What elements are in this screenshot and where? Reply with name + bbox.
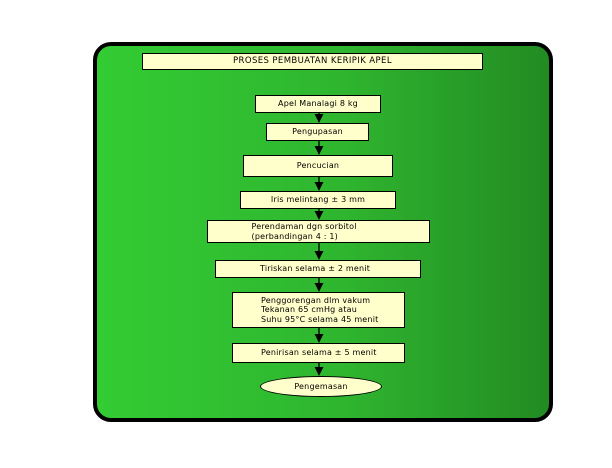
step-apel-manalagi: Apel Manalagi 8 kg xyxy=(255,95,381,113)
step-perendaman-line-1: Perendaman dgn sorbitol xyxy=(251,222,357,232)
step-penggorengan-line-3: Suhu 95°C selama 45 menit xyxy=(261,314,379,324)
step-tiriskan: Tiriskan selama ± 2 menit xyxy=(215,260,421,278)
step-pengupasan: Pengupasan xyxy=(266,123,369,141)
step-penggorengan-line-2: Tekanan 65 cmHg atau xyxy=(261,305,357,315)
step-penirisan: Penirisan selama ± 5 menit xyxy=(232,343,405,363)
step-perendaman: Perendaman dgn sorbitol (perbandingan 4 … xyxy=(207,220,430,243)
diagram-title: PROSES PEMBUATAN KERIPIK APEL xyxy=(142,53,483,70)
step-penggorengan: Penggorengan dlm vakum Tekanan 65 cmHg a… xyxy=(232,292,405,328)
step-iris-melintang: Iris melintang ± 3 mm xyxy=(240,191,396,209)
step-perendaman-line-2: (perbandingan 4 : 1) xyxy=(251,231,339,241)
step-pencucian: Pencucian xyxy=(243,155,393,177)
step-penggorengan-line-1: Penggorengan dlm vakum xyxy=(261,296,371,306)
step-pengemasan: Pengemasan xyxy=(260,376,382,397)
